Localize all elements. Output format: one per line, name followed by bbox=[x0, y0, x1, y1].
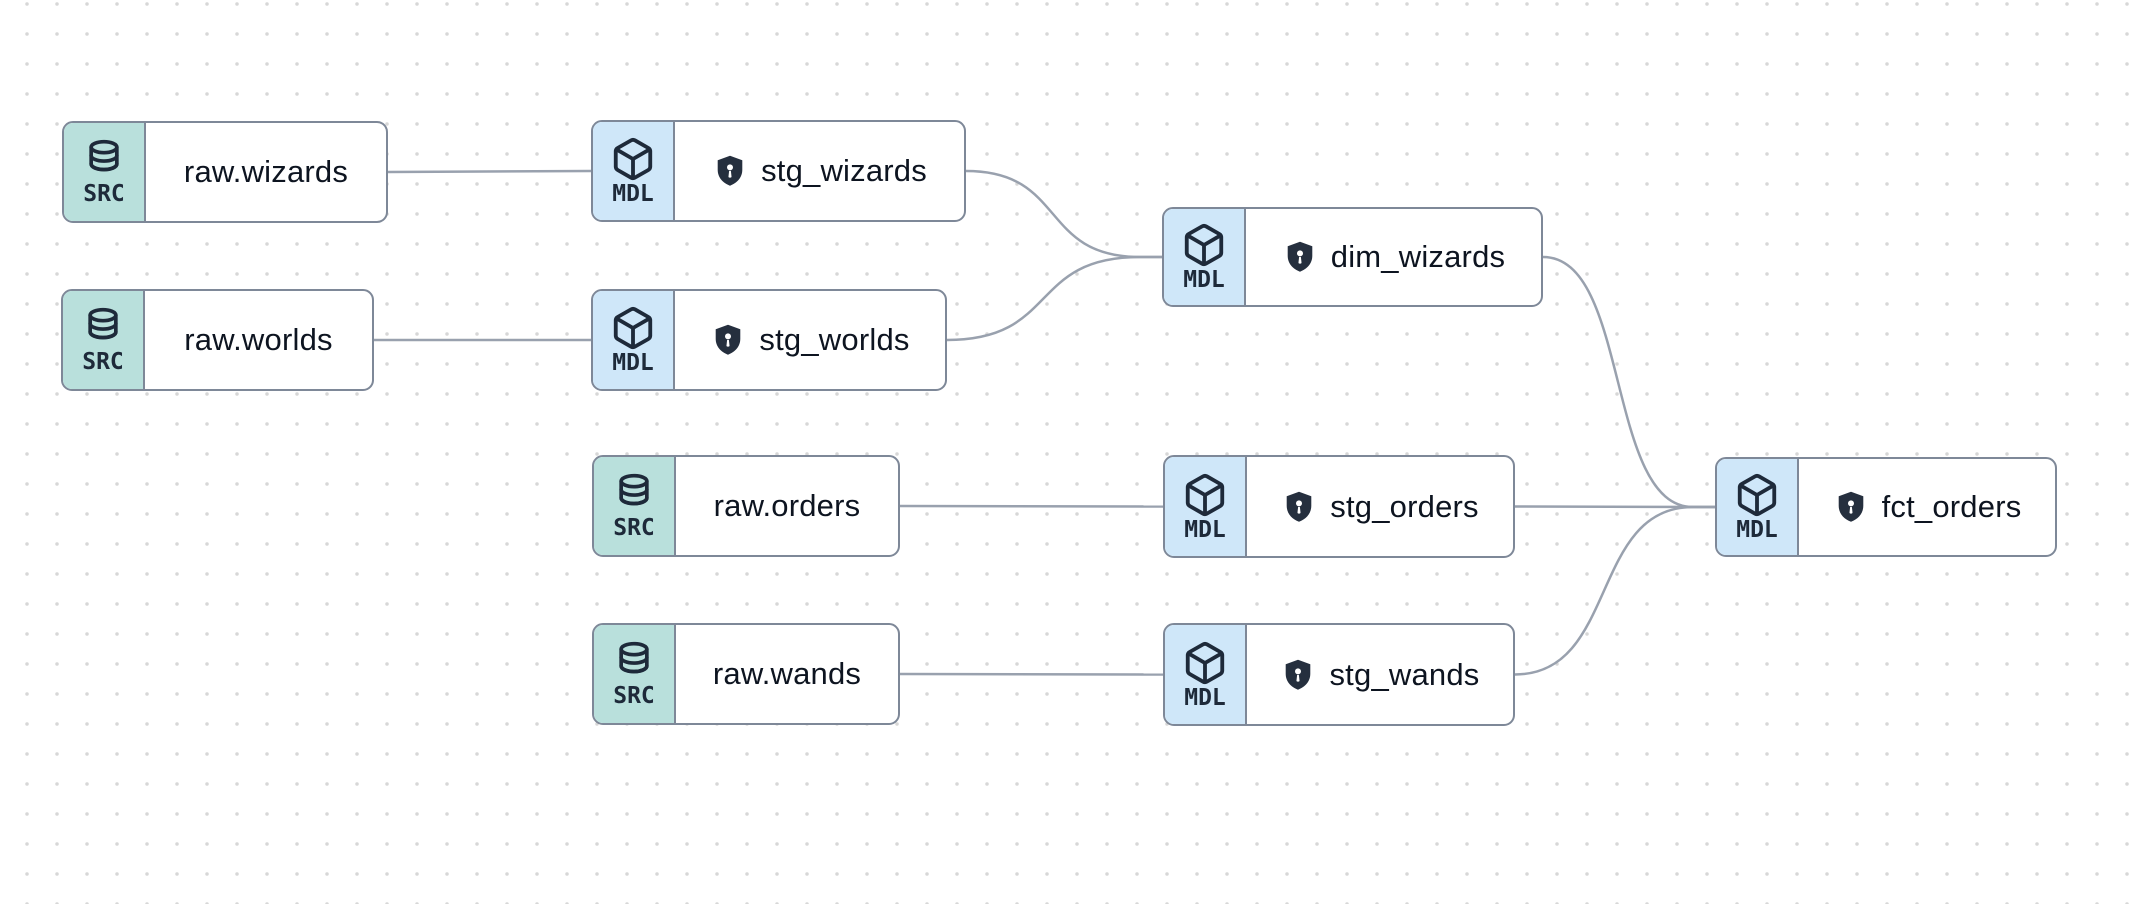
node-dim_wizards[interactable]: MDL dim_wizards bbox=[1162, 207, 1543, 307]
edge-raw_wands-stg_wands bbox=[899, 672, 1164, 676]
database-icon bbox=[612, 640, 656, 684]
edge-stg_worlds-dim_wizards bbox=[946, 255, 1162, 342]
node-type-label: SRC bbox=[613, 515, 655, 541]
node-type-badge: MDL bbox=[1164, 209, 1246, 305]
node-raw_orders[interactable]: SRC raw.orders bbox=[592, 455, 900, 557]
node-type-label: MDL bbox=[1184, 516, 1226, 543]
node-type-badge: MDL bbox=[593, 291, 675, 389]
node-body: stg_worlds bbox=[675, 291, 945, 389]
node-type-badge: MDL bbox=[1165, 457, 1247, 556]
node-body: dim_wizards bbox=[1246, 209, 1541, 305]
shield-icon bbox=[712, 153, 748, 189]
node-label: stg_wands bbox=[1329, 656, 1480, 692]
node-type-badge: MDL bbox=[1165, 625, 1247, 724]
node-body: stg_orders bbox=[1247, 457, 1513, 556]
node-raw_worlds[interactable]: SRC raw.worlds bbox=[61, 289, 374, 391]
shield-icon bbox=[1833, 489, 1869, 525]
node-body: raw.orders bbox=[676, 457, 898, 555]
database-icon bbox=[82, 138, 126, 182]
node-body: raw.wizards bbox=[146, 123, 386, 221]
node-body: raw.worlds bbox=[145, 291, 372, 389]
edge-stg_wizards-dim_wizards bbox=[965, 169, 1162, 259]
node-type-badge: SRC bbox=[594, 625, 676, 723]
node-type-label: MDL bbox=[1736, 517, 1778, 543]
shield-icon bbox=[710, 322, 746, 358]
edge-dim_wizards-fct_orders bbox=[1542, 255, 1715, 509]
node-body: stg_wizards bbox=[675, 122, 964, 220]
node-type-badge: MDL bbox=[1717, 459, 1799, 555]
node-label: raw.wizards bbox=[183, 154, 349, 189]
node-label: raw.wands bbox=[712, 656, 862, 691]
node-label: dim_wizards bbox=[1330, 239, 1506, 274]
cube-icon bbox=[1181, 222, 1227, 268]
node-raw_wizards[interactable]: SRC raw.wizards bbox=[62, 121, 388, 223]
node-type-badge: SRC bbox=[63, 291, 145, 389]
node-type-label: SRC bbox=[82, 349, 124, 375]
node-label: stg_orders bbox=[1330, 488, 1479, 524]
node-type-label: MDL bbox=[612, 181, 654, 207]
node-label: stg_worlds bbox=[759, 322, 910, 357]
cube-icon bbox=[610, 136, 656, 182]
cube-icon bbox=[1182, 640, 1228, 686]
node-raw_wands[interactable]: SRC raw.wands bbox=[592, 623, 900, 725]
cube-icon bbox=[1182, 472, 1228, 518]
node-type-label: SRC bbox=[613, 683, 655, 709]
node-body: stg_wands bbox=[1247, 625, 1513, 724]
database-icon bbox=[612, 472, 656, 516]
edge-stg_wands-fct_orders bbox=[1514, 505, 1715, 676]
node-body: raw.wands bbox=[676, 625, 898, 723]
cube-icon bbox=[610, 305, 656, 351]
node-type-label: MDL bbox=[1183, 267, 1225, 293]
node-label: raw.orders bbox=[713, 488, 861, 523]
node-label: fct_orders bbox=[1881, 489, 2022, 524]
shield-icon bbox=[1281, 489, 1317, 525]
node-label: stg_wizards bbox=[761, 153, 927, 188]
node-fct_orders[interactable]: MDL fct_orders bbox=[1715, 457, 2057, 557]
edge-stg_orders-fct_orders bbox=[1514, 505, 1716, 509]
node-label: raw.worlds bbox=[184, 322, 333, 357]
node-type-badge: SRC bbox=[64, 123, 146, 221]
node-type-label: MDL bbox=[612, 350, 654, 376]
edge-raw_orders-stg_orders bbox=[899, 504, 1164, 508]
node-type-label: SRC bbox=[83, 181, 125, 207]
node-type-badge: SRC bbox=[594, 457, 676, 555]
node-body: fct_orders bbox=[1799, 459, 2055, 555]
database-icon bbox=[81, 306, 125, 350]
node-stg_worlds[interactable]: MDL stg_worlds bbox=[591, 289, 947, 391]
cube-icon bbox=[1734, 472, 1780, 518]
node-stg_orders[interactable]: MDL stg_orders bbox=[1163, 455, 1515, 558]
shield-icon bbox=[1280, 657, 1316, 693]
shield-icon bbox=[1282, 239, 1318, 275]
node-type-label: MDL bbox=[1184, 684, 1226, 711]
node-type-badge: MDL bbox=[593, 122, 675, 220]
node-stg_wizards[interactable]: MDL stg_wizards bbox=[591, 120, 966, 222]
edge-raw_wizards-stg_wizards bbox=[387, 169, 592, 174]
node-stg_wands[interactable]: MDL stg_wands bbox=[1163, 623, 1515, 726]
